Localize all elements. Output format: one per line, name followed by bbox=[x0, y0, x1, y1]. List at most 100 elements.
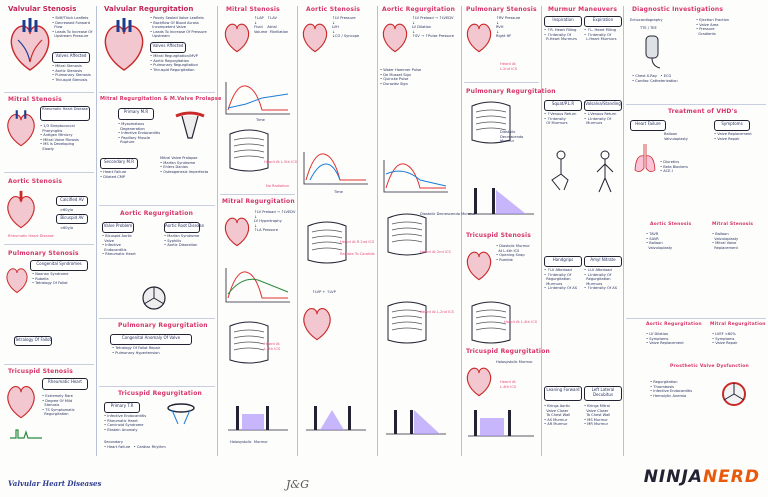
note-text: • Brings Aortic Valve Closer To Chest Wa… bbox=[544, 404, 571, 427]
murmur-waveform bbox=[468, 410, 534, 437]
rheumatic-box: Rheumatic Heart bbox=[42, 378, 88, 390]
note-text: • Infective Endocarditis• Rheumatic Hear… bbox=[104, 414, 147, 432]
section-title-valvular-stenosis: Valvular Stenosis bbox=[8, 5, 77, 13]
murmur-waveform bbox=[228, 406, 288, 431]
heard-at-note: Heard At R.2nd ICS bbox=[340, 240, 375, 244]
leaning-forward-box: Leaning Forward bbox=[544, 386, 582, 401]
handgrips-box: Handgrips bbox=[544, 256, 582, 267]
heart-diagram bbox=[7, 110, 35, 147]
column-divider bbox=[461, 6, 462, 456]
note-text: Rheumatic Heart Disease bbox=[8, 234, 54, 238]
chart-time-label: Time bbox=[256, 118, 265, 122]
valves-affected-box: Valves Affected bbox=[52, 52, 90, 63]
note-text: Echocardiography bbox=[630, 18, 663, 22]
section-title-tricuspid-stenosis: Tricuspid Stenosis bbox=[8, 368, 74, 375]
section-title-treatment: Treatment of VHD's bbox=[668, 108, 738, 115]
radiation-note: No Radiation bbox=[266, 184, 290, 188]
murmur-label: Holosystolic Murmur bbox=[496, 360, 533, 364]
note-text: • ↑R. Heart Filling• ↑Intensity Of R.Hea… bbox=[544, 28, 577, 42]
valves-affected-box: Valves Affected bbox=[150, 42, 186, 53]
column-divider bbox=[297, 6, 298, 456]
note-text: • Mitral Regurgitation/MVP• Aortic Regur… bbox=[150, 54, 198, 72]
pressure-chart bbox=[383, 160, 448, 193]
heart-diagram bbox=[7, 190, 35, 229]
heart-diagram bbox=[466, 23, 492, 53]
row-divider bbox=[99, 92, 215, 93]
section-title-aortic-regurgitation-tx: Aortic Regurgitation bbox=[646, 322, 702, 327]
note-text: • ↓LV Afterload• ↓Intensity Of Regurgita… bbox=[584, 268, 618, 291]
section-title-aortic-stenosis: Aortic Stenosis bbox=[8, 178, 63, 185]
note-text: • ↑Venous Return• ↑Intensity Of Murmurs bbox=[544, 112, 577, 126]
heart-diagram bbox=[7, 386, 35, 419]
note-text: • Ejection Fraction• Valve Area• Pressur… bbox=[696, 18, 730, 36]
expiration-box: Expiration bbox=[584, 16, 622, 27]
section-title-tricuspid-regurgitation: Tricuspid Regurgitation bbox=[118, 390, 202, 397]
aortic-root-box: Aortic Root Disease bbox=[164, 222, 204, 233]
column-divider bbox=[96, 6, 97, 456]
section-title-mitral-stenosis: Mitral Stenosis bbox=[226, 6, 280, 13]
radiation-note: Radiate To Carotids bbox=[340, 252, 375, 256]
note-text: • Brings Mitral Valve Closer To Chest Wa… bbox=[584, 404, 611, 427]
rheumatic-box: Rheumatic Heart Disease bbox=[40, 106, 90, 121]
row-divider bbox=[99, 205, 215, 206]
heart-failure-box: Heart Failure bbox=[630, 120, 666, 131]
note-text: • Marfan Syndrome• Syphilis• Aortic Diss… bbox=[164, 234, 200, 248]
primary-tr-box: Primary T.R bbox=[104, 402, 140, 413]
signature: J&G bbox=[286, 478, 309, 491]
note-text: • Chest X-Ray • ECG• Cardiac Catheteriza… bbox=[632, 74, 678, 83]
inspiration-box: Inspiration bbox=[544, 16, 582, 27]
row-divider bbox=[99, 386, 215, 387]
section-title-mitral-stenosis: Mitral Stenosis bbox=[8, 96, 62, 103]
note-text: • ↑L. Heart Filling• ↑Intensity Of L.Hea… bbox=[584, 28, 617, 42]
section-title-mitral-regurgitation-tx: Mitral Regurgitation bbox=[710, 322, 766, 327]
heart-diagram bbox=[303, 308, 331, 341]
section-title-mr-mvp: Mitral Regurgitation & M.Valve Prolapse bbox=[100, 96, 222, 102]
footer-title: Valvular Heart Diseases bbox=[8, 479, 102, 488]
ultrasound-probe-icon bbox=[645, 35, 661, 69]
note-text: • Water Hammer Pulse• De Musset Sign• Qu… bbox=[380, 68, 422, 86]
heard-at-note: Heard At L.5th ICS bbox=[264, 160, 298, 164]
murmur-label: Holosystolic Murmur bbox=[230, 440, 268, 444]
note-text: • Regurgitation• Thrombosis• Infective E… bbox=[650, 380, 693, 398]
chest-auscultation-icon bbox=[471, 101, 511, 144]
note-text: ↑RV Pressure↓RVH↓Right HF bbox=[496, 16, 521, 39]
lungs-icon bbox=[634, 144, 656, 172]
pressure-chart bbox=[225, 82, 290, 115]
note-text: ↑LV Pressure↓LVH↓↓CO / Syncope bbox=[332, 16, 360, 39]
note-text: • Bicuspid Aortic Valve• Infective Endoc… bbox=[102, 234, 136, 257]
primary-mr-box: Primary M.R bbox=[118, 108, 154, 120]
standing-figure-icon bbox=[596, 150, 614, 193]
note-text: Secondary• Heart Failure • Cardiac Rhyth… bbox=[104, 440, 166, 449]
brand-part-2: NERD bbox=[702, 467, 760, 487]
note-text: • Noonan Syndrome• Rubella• Tetralogy Of… bbox=[32, 272, 69, 286]
prosthetic-valve-icon bbox=[722, 382, 746, 406]
section-title-pulmonary-regurgitation: Pulmonary Regurgitation bbox=[118, 322, 208, 329]
murmur-waveform bbox=[468, 188, 534, 215]
note-text: • Myxomatous Degeneration• Infective End… bbox=[118, 122, 161, 145]
column-divider bbox=[377, 6, 378, 456]
heart-diagram bbox=[382, 23, 408, 53]
valve-ring-icon bbox=[167, 403, 195, 425]
aortic-valve-icon bbox=[142, 286, 166, 310]
row-divider bbox=[626, 318, 766, 319]
bicuspid-av-box: Bicuspid AV bbox=[56, 214, 88, 224]
tetralogy-box: Tetralogy Of Fallot bbox=[14, 336, 52, 346]
section-title-pulmonary-stenosis: Pulmonary Stenosis bbox=[466, 6, 537, 13]
chest-auscultation-icon bbox=[387, 213, 427, 256]
note-text: • Diastolic Murmur At L.4th ICS• Opening… bbox=[496, 244, 530, 262]
row-divider bbox=[4, 244, 94, 245]
squat-figure-icon bbox=[551, 150, 569, 191]
heart-diagram bbox=[6, 268, 28, 294]
note-text: • LVEF <60%• Symptoms• Valve Repair bbox=[712, 332, 738, 346]
heart-diagram bbox=[466, 251, 492, 281]
secondary-mr-box: Secondary M.R bbox=[100, 158, 138, 169]
left-lateral-box: Left Lateral Decubitus bbox=[584, 386, 622, 401]
chest-auscultation-icon bbox=[229, 129, 269, 172]
note-text: >60y/o bbox=[60, 208, 74, 212]
heard-at-note: Heard At 2nd ICS bbox=[420, 250, 451, 254]
chart-time-label: Time bbox=[334, 190, 343, 194]
note-text: • Stiff/Thick Leaflets• Decreased Forwar… bbox=[52, 16, 93, 39]
